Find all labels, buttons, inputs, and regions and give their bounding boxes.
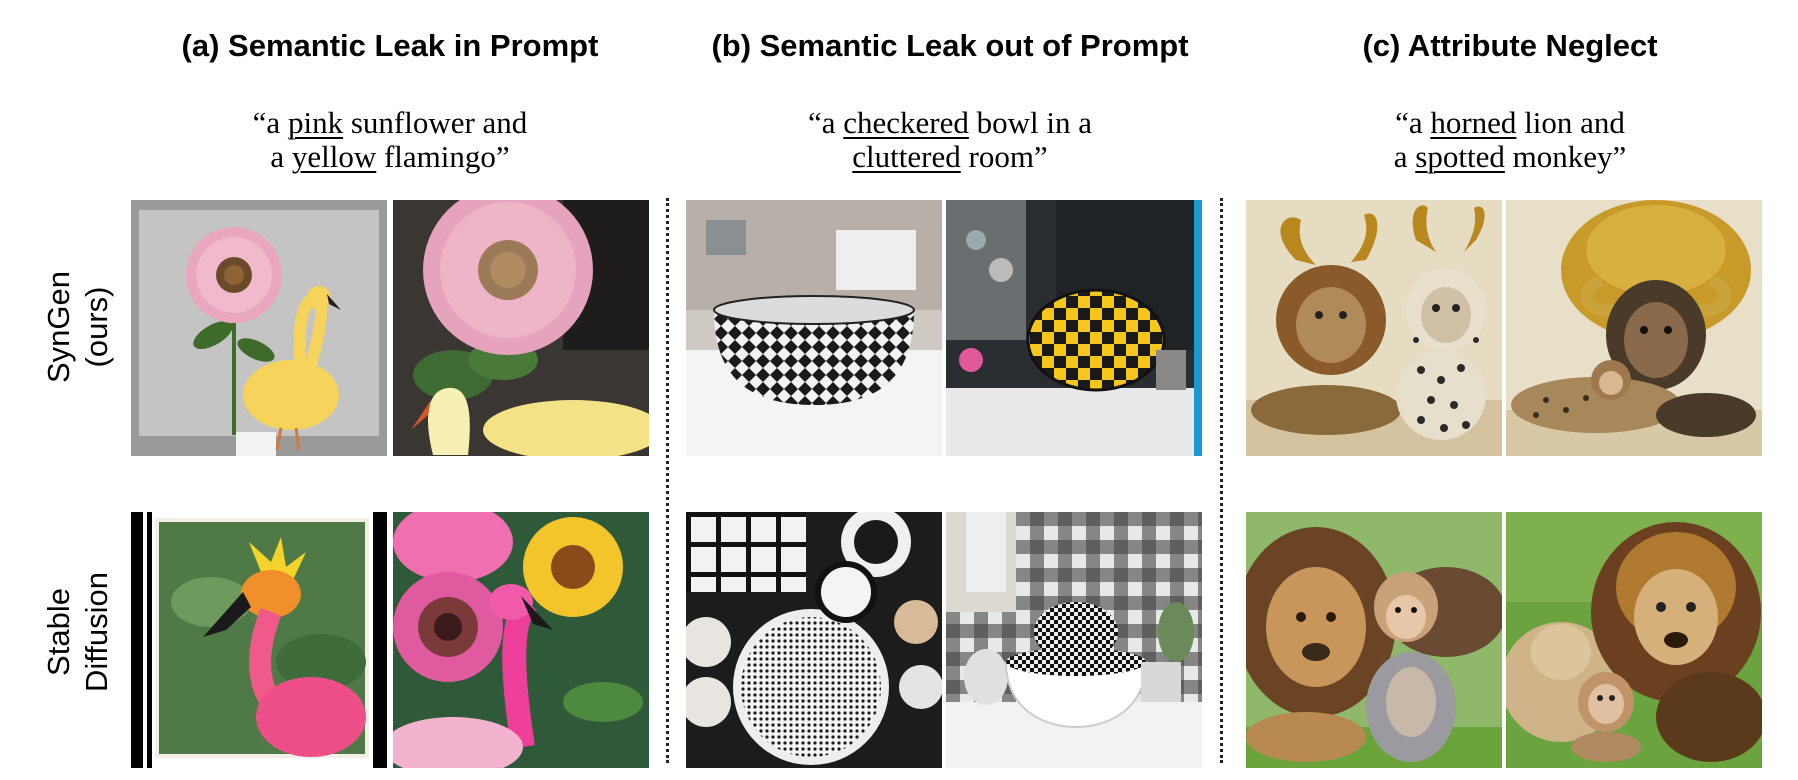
panel-a-prompt: “a pink sunflower and a yellow flamingo” bbox=[252, 105, 528, 174]
image-a-sd-2 bbox=[393, 512, 649, 768]
row-label-stable-diffusion: Stable Diffusion bbox=[41, 571, 114, 693]
image-c-sd-1 bbox=[1246, 512, 1502, 768]
panel-divider bbox=[666, 198, 669, 763]
image-c-syngen-2 bbox=[1506, 200, 1762, 456]
image-a-syngen-2 bbox=[393, 200, 649, 456]
image-c-sd-2 bbox=[1506, 512, 1762, 768]
attribute-word: pink bbox=[287, 105, 344, 140]
image-c-syngen-1 bbox=[1246, 200, 1502, 456]
image-a-sd-1 bbox=[131, 512, 387, 768]
image-b-sd-2 bbox=[946, 512, 1202, 768]
panel-b-title: (b) Semantic Leak out of Prompt bbox=[711, 28, 1189, 63]
attribute-word: horned bbox=[1430, 105, 1517, 140]
panel-a-title: (a) Semantic Leak in Prompt bbox=[181, 28, 599, 63]
image-b-sd-1 bbox=[686, 512, 942, 768]
image-b-syngen-1 bbox=[686, 200, 942, 456]
panel-c-title: (c) Attribute Neglect bbox=[1362, 28, 1658, 63]
panel-b-prompt: “a checkered bowl in a cluttered room” bbox=[807, 105, 1093, 174]
attribute-word: checkered bbox=[843, 105, 969, 140]
panel-divider bbox=[1220, 198, 1223, 763]
attribute-word: cluttered bbox=[852, 139, 961, 174]
row-label-syngen: SynGen (ours) bbox=[41, 271, 114, 384]
image-b-syngen-2 bbox=[946, 200, 1202, 456]
attribute-word: yellow bbox=[291, 139, 377, 174]
panel-c-prompt: “a horned lion and a spotted monkey” bbox=[1393, 105, 1627, 174]
attribute-word: spotted bbox=[1415, 139, 1505, 174]
image-a-syngen-1 bbox=[131, 200, 387, 456]
